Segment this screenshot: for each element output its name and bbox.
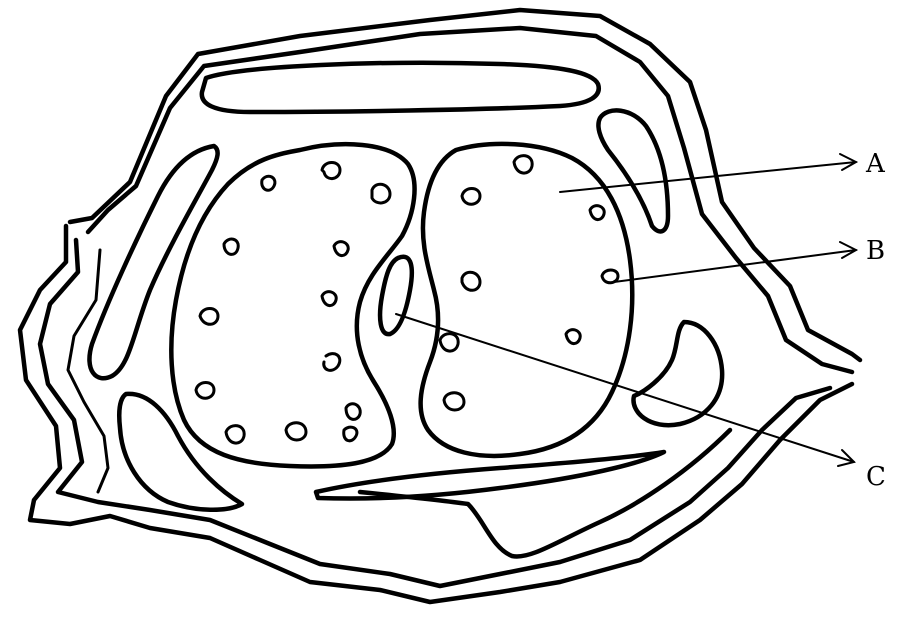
pointer-a-line <box>560 162 856 192</box>
stomatal-pore <box>380 257 412 334</box>
chloroplast <box>324 354 340 371</box>
chloroplast <box>590 206 604 220</box>
chloroplasts-right-guard-cell <box>440 156 618 410</box>
subsidiary-cell-lower-right <box>633 322 722 425</box>
chloroplast <box>440 334 458 351</box>
chloroplast <box>322 163 340 179</box>
chloroplast <box>262 176 275 190</box>
epidermis-layer-5 <box>68 250 108 492</box>
chloroplast <box>514 156 532 173</box>
chloroplast <box>344 427 357 441</box>
guard-cell-left <box>171 144 414 466</box>
subsidiary-cell-top <box>202 63 599 112</box>
epidermis-layer-3 <box>20 226 852 602</box>
chloroplast <box>200 309 218 325</box>
chloroplast <box>462 272 480 290</box>
chloroplast <box>346 404 360 420</box>
subsidiary-cell-left <box>89 146 217 378</box>
subsidiary-cell-right <box>598 110 668 231</box>
chloroplast <box>462 189 480 205</box>
chloroplast <box>566 330 580 344</box>
chloroplast <box>286 423 306 440</box>
chloroplast <box>196 383 214 399</box>
chloroplast <box>334 242 348 256</box>
label-a: A <box>866 151 885 177</box>
chloroplast <box>444 393 464 410</box>
chloroplast <box>224 239 238 254</box>
chloroplast <box>322 292 336 306</box>
label-c: C <box>866 464 886 490</box>
label-b: B <box>866 238 885 264</box>
chloroplast <box>372 184 390 203</box>
chloroplast <box>226 426 244 443</box>
